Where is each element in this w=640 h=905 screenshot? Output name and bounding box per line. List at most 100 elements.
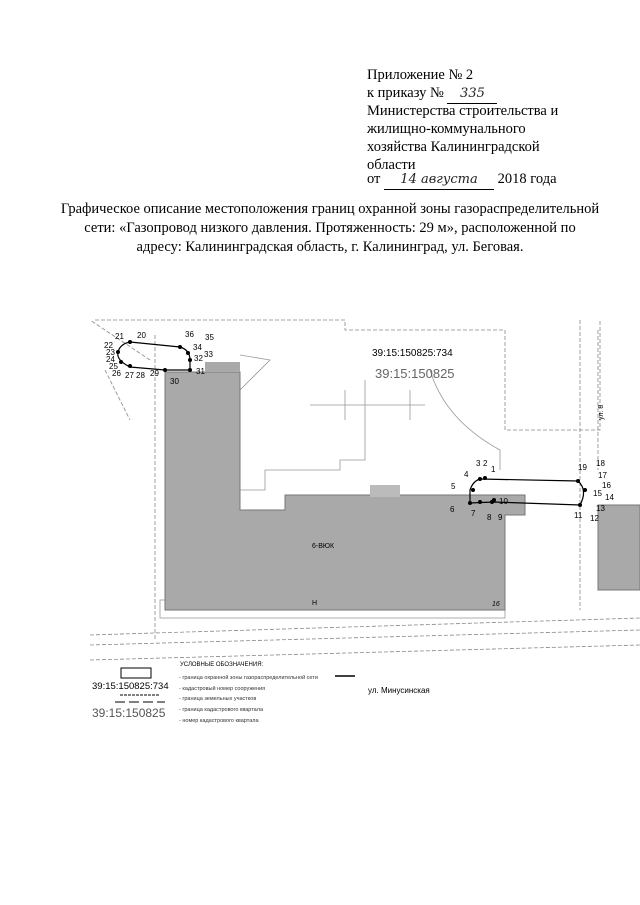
- vertex-label: 11: [574, 511, 583, 520]
- vertex-marker: [576, 479, 580, 483]
- vertex-marker: [478, 477, 482, 481]
- vertex-label: 4: [464, 470, 469, 479]
- road-line: [89, 617, 640, 636]
- date-prefix: от: [367, 171, 381, 187]
- parcel-line: [89, 319, 156, 640]
- date-line: от 14 августа 2018 года: [367, 170, 557, 190]
- legend-item: - кадастровый номер сооружения: [179, 685, 265, 692]
- vertex-label: 13: [596, 504, 605, 513]
- vertex-marker: [186, 351, 190, 355]
- vertex-marker: [471, 488, 475, 492]
- ministry-line-2: жилищно-коммунального: [367, 121, 526, 137]
- vertex-marker: [583, 488, 587, 492]
- building-east: [597, 504, 640, 591]
- order-line: к приказу № 335: [367, 84, 498, 104]
- parcel-line: [239, 354, 271, 391]
- vertex-label: 22: [104, 341, 113, 350]
- building-label: 6-ВЮК: [312, 543, 335, 550]
- vertex-marker: [163, 368, 167, 372]
- road-line: [89, 644, 640, 661]
- vertex-label: 9: [498, 513, 503, 522]
- quarter-number: 39:15:150825: [375, 366, 455, 381]
- vertex-label: 18: [596, 459, 605, 468]
- vertex-label: 36: [185, 330, 194, 339]
- building-6-vyuk: [164, 371, 526, 611]
- vertex-label: 29: [150, 369, 159, 378]
- date-handwritten: 14 августа: [384, 171, 495, 190]
- ministry-line-3: хозяйства Калининградской: [367, 139, 540, 155]
- floor-label-n: Н: [312, 600, 317, 607]
- vertex-marker: [128, 364, 132, 368]
- legend-title: УСЛОВНЫЕ ОБОЗНАЧЕНИЯ:: [180, 662, 264, 668]
- ministry-line-1: Министерства строительства и: [367, 103, 559, 119]
- vertex-marker: [483, 476, 487, 480]
- vertex-label: 5: [451, 482, 456, 491]
- vertex-label: 26: [112, 369, 121, 378]
- vertex-marker: [178, 345, 182, 349]
- legend-structure-swatch: [120, 667, 152, 679]
- vertex-label: 17: [598, 471, 607, 480]
- vertex-marker: [188, 358, 192, 362]
- vertex-label: 25: [109, 362, 118, 371]
- vertex-label: 21: [115, 332, 124, 341]
- road-line: [89, 629, 640, 646]
- vertex-label: 7: [471, 509, 476, 518]
- vertex-label: 27: [125, 371, 134, 380]
- legend-item: - номер кадастрового квартала: [179, 718, 260, 724]
- parcel-line: [579, 320, 599, 610]
- floor-label-16: 16: [492, 601, 500, 608]
- order-number: 335: [447, 85, 498, 104]
- vertex-label: 1: [491, 465, 496, 474]
- zone-vertices: [116, 340, 587, 507]
- appendix-label: Приложение № 2: [367, 67, 474, 83]
- vertex-label: 3: [476, 459, 481, 468]
- vertex-label: 2: [483, 459, 488, 468]
- vertex-label: 10: [499, 497, 508, 506]
- vertex-marker: [578, 503, 582, 507]
- parcel-line: [240, 380, 366, 491]
- building-annex: [370, 485, 400, 497]
- vertex-label: 28: [136, 371, 145, 380]
- vertex-label: 15: [593, 489, 602, 498]
- order-prefix: к приказу №: [367, 85, 444, 101]
- document-title: Графическое описание местоположения гран…: [60, 201, 600, 255]
- vertex-label: 16: [602, 481, 611, 490]
- legend-item: - граница кадастрового квартала: [179, 707, 264, 713]
- vertex-label: 24: [106, 355, 115, 364]
- vertex-label: 30: [170, 377, 179, 386]
- vertex-label: 8: [487, 513, 492, 522]
- building-annex: [205, 362, 240, 372]
- vertex-marker: [188, 368, 192, 372]
- vertex-marker: [492, 498, 496, 502]
- vertex-marker: [128, 340, 132, 344]
- vertex-label: 19: [578, 463, 587, 472]
- vertex-label: 14: [605, 493, 614, 502]
- legend-quarter-number: 39:15:150825: [92, 706, 166, 720]
- vertex-label: 12: [590, 514, 599, 523]
- vertex-marker: [116, 350, 120, 354]
- vertex-marker: [478, 500, 482, 504]
- vertex-marker: [119, 360, 123, 364]
- parcel-line: [429, 369, 501, 470]
- date-suffix: 2018 года: [497, 171, 557, 187]
- vertex-label: 23: [106, 348, 115, 357]
- vertex-label: 31: [196, 367, 205, 376]
- street-label-minusinskaya: ул. Минусинская: [368, 686, 430, 695]
- vertex-label: 35: [205, 333, 214, 342]
- vertex-label: 34: [193, 343, 202, 352]
- street-label-vertical: ул. 8: [598, 405, 605, 420]
- structure-cadastral-number: 39:15:150825:734: [372, 348, 453, 359]
- vertex-label: 6: [450, 505, 455, 514]
- courtyard-line: [310, 390, 425, 420]
- legend-structure-number: 39:15:150825:734: [92, 681, 169, 692]
- quarter-boundary: [95, 319, 601, 431]
- vertex-label: 33: [204, 350, 213, 359]
- vertex-label: 32: [194, 354, 203, 363]
- vertex-marker: [468, 501, 472, 505]
- legend-item: - граница земельных участков: [179, 696, 256, 702]
- ministry-line-4: области: [367, 157, 416, 173]
- vertex-label: 20: [137, 331, 146, 340]
- legend-item: - граница охранной зоны газораспределите…: [179, 674, 318, 681]
